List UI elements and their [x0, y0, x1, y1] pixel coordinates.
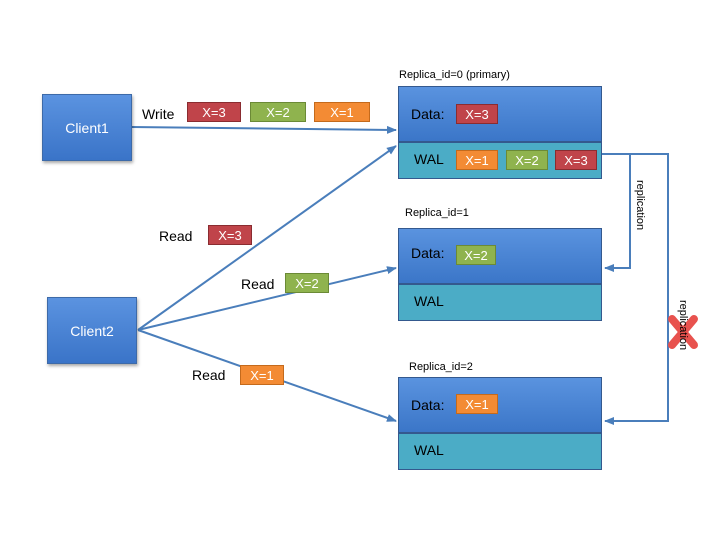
replica1-wal-box	[398, 284, 602, 321]
client1-box: Client1	[42, 94, 132, 161]
read-value-x1: X=1	[240, 365, 284, 385]
replication-arrow-1	[602, 153, 631, 272]
replica2-wal-box	[398, 433, 602, 470]
read-value-x2: X=2	[285, 273, 329, 293]
wal-entry-x3: X=3	[555, 150, 597, 170]
read-label-3: Read	[192, 367, 226, 383]
replica0-title: Replica_id=0 (primary)	[399, 69, 510, 81]
wal-entry-x2: X=2	[506, 150, 548, 170]
write-value-x3: X=3	[187, 102, 241, 122]
read-arrow-primary	[137, 145, 397, 331]
replication-label-2: replication	[677, 300, 689, 351]
replica1-title: Replica_id=1	[405, 207, 469, 219]
read-arrow-replica1	[137, 266, 397, 331]
replica0-data-value: X=3	[456, 104, 498, 124]
read-label-2: Read	[241, 276, 275, 292]
replica0-data-box	[398, 86, 602, 142]
client2-label: Client2	[70, 322, 114, 339]
replica1-data-box	[398, 228, 602, 284]
replica2-title: Replica_id=2	[409, 361, 473, 373]
write-value-x1: X=1	[314, 102, 370, 122]
replica1-data-value: X=2	[456, 245, 496, 265]
replica1-wal-label: WAL	[414, 293, 444, 309]
replica2-data-value: X=1	[456, 394, 498, 414]
write-value-x2: X=2	[250, 102, 306, 122]
replica2-data-box	[398, 377, 602, 433]
replica1-data-label: Data:	[411, 245, 445, 261]
replica2-wal-label: WAL	[414, 442, 444, 458]
red-x-icon	[668, 315, 698, 349]
replica0-data-label: Data:	[411, 106, 445, 122]
client2-box: Client2	[47, 297, 137, 364]
wal-entry-x1: X=1	[456, 150, 498, 170]
write-label: Write	[142, 106, 175, 122]
read-value-x3: X=3	[208, 225, 252, 245]
replica0-wal-label: WAL	[414, 151, 444, 167]
write-arrow	[130, 125, 397, 134]
client1-label: Client1	[65, 119, 109, 136]
replication-arrow-2	[604, 153, 669, 425]
replica2-data-label: Data:	[411, 397, 445, 413]
replication-label-1: replication	[634, 180, 646, 231]
read-label-1: Read	[159, 228, 193, 244]
